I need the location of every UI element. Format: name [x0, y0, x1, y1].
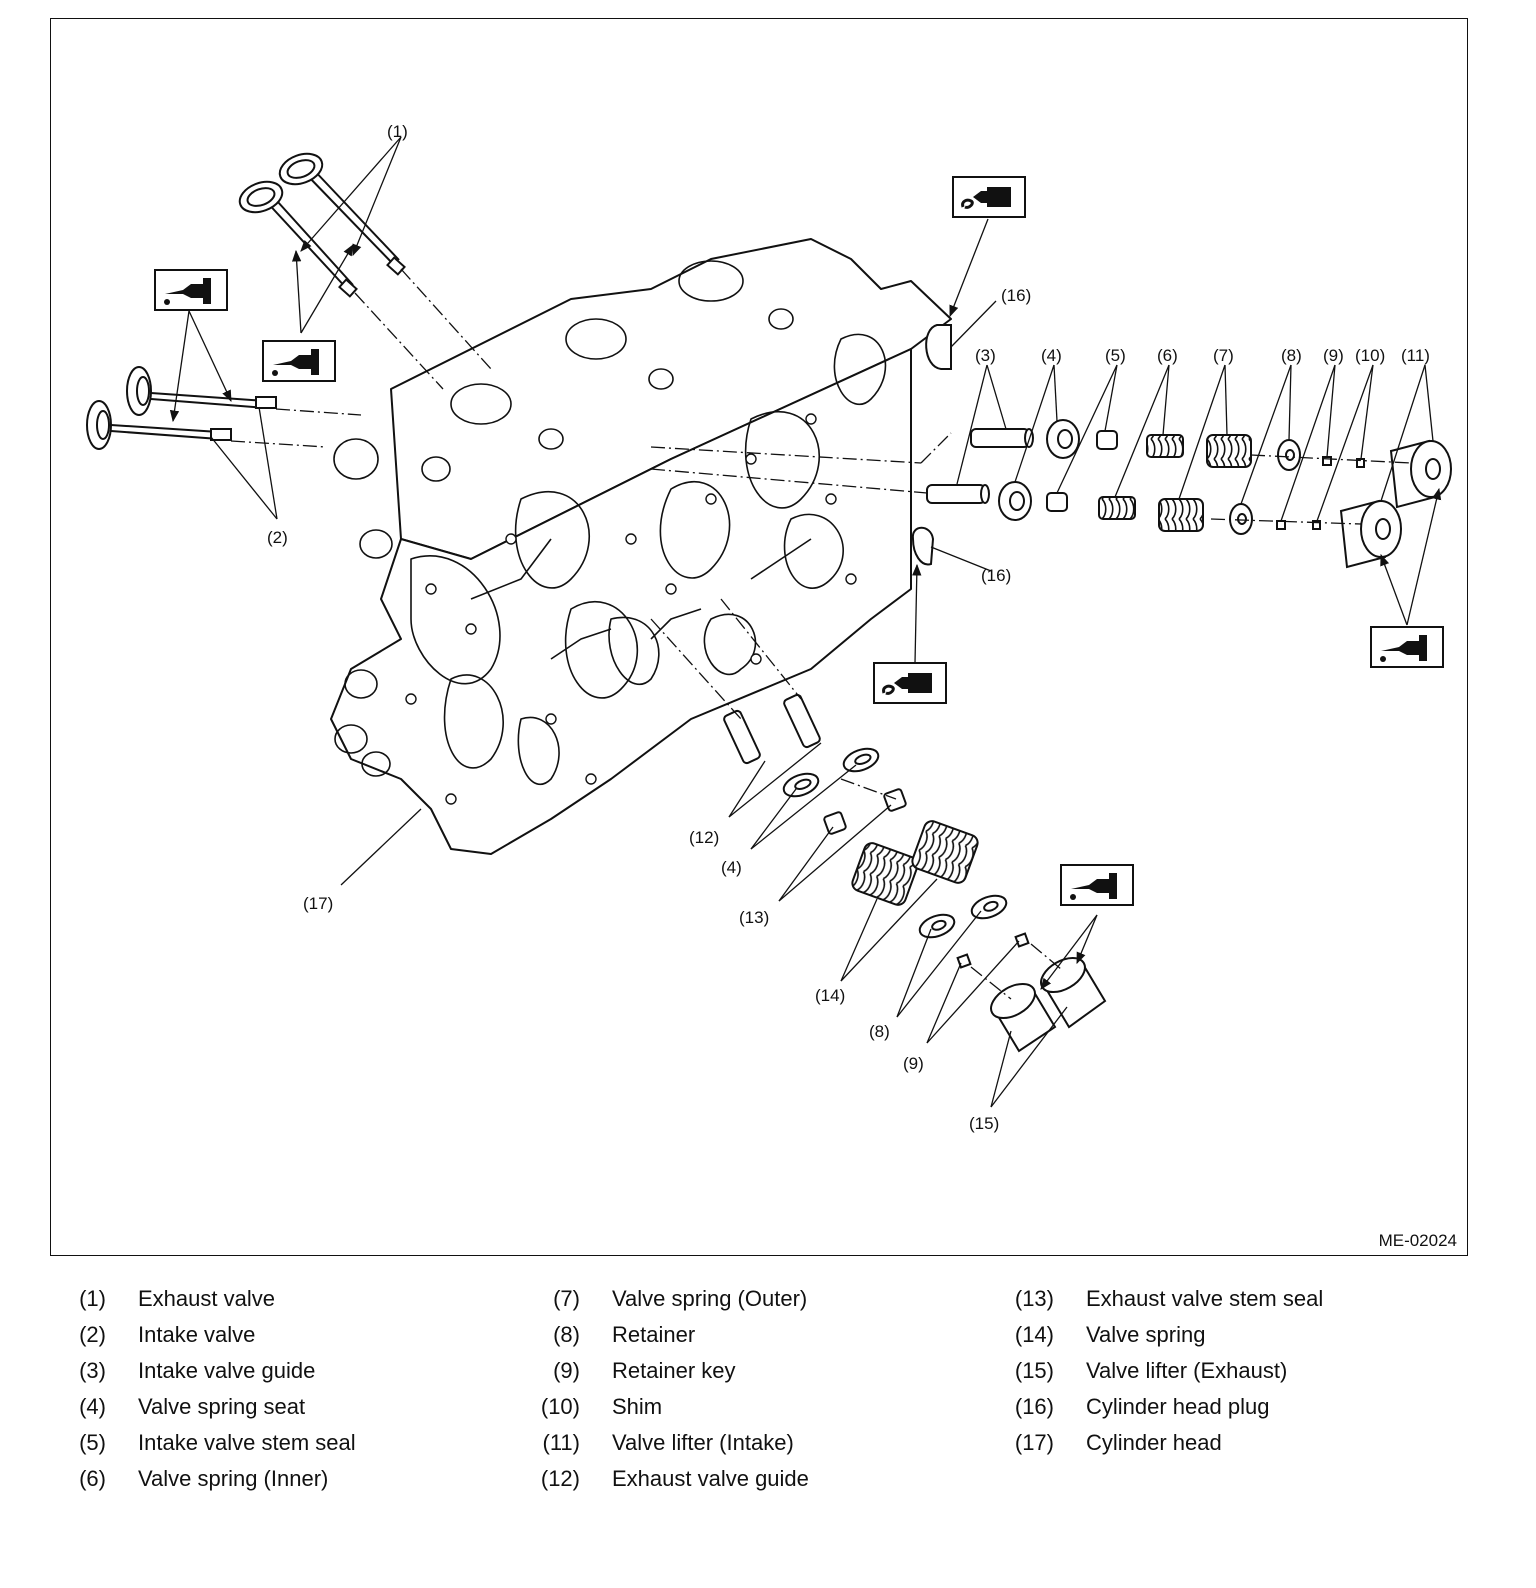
callout-labels: (1) (2) (3) (4) (5) (6) (7) (8) (9) (10)…	[267, 122, 1430, 1133]
oil-can-icon	[262, 340, 336, 382]
callout-12: (12)	[689, 828, 719, 847]
legend-item: (9) Retainer key	[546, 1358, 986, 1394]
callout-2: (2)	[267, 528, 288, 547]
exploded-view-diagram: (1) (2) (3) (4) (5) (6) (7) (8) (9) (10)…	[86, 122, 1452, 1133]
legend-number: (13)	[1014, 1286, 1054, 1311]
legend-label: Cylinder head plug	[1086, 1394, 1270, 1419]
legend-item: (15) Valve lifter (Exhaust)	[1015, 1358, 1460, 1394]
callout-4: (4)	[1041, 346, 1062, 365]
callout-9: (9)	[903, 1054, 924, 1073]
legend-number: (10)	[540, 1394, 580, 1419]
legend-number: (1)	[79, 1286, 106, 1311]
callout-5: (5)	[1105, 346, 1126, 365]
legend-number: (5)	[79, 1430, 106, 1455]
callout-16: (16)	[981, 566, 1011, 585]
callout-14: (14)	[815, 986, 845, 1005]
legend-item: (12) Exhaust valve guide	[541, 1466, 986, 1502]
assembly-centerlines	[230, 268, 1412, 1000]
legend-number: (17)	[1014, 1430, 1054, 1455]
cylinder-head	[330, 238, 952, 855]
callout-17: (17)	[303, 894, 333, 913]
legend-label: Cylinder head	[1086, 1430, 1222, 1455]
legend-label: Valve lifter (Exhaust)	[1086, 1358, 1288, 1383]
legend-number: (9)	[553, 1358, 580, 1383]
legend-label: Intake valve guide	[138, 1358, 316, 1383]
callout-1: (1)	[387, 122, 408, 141]
figure-code: ME-02024	[1378, 1231, 1457, 1250]
legend-number: (16)	[1014, 1394, 1054, 1419]
legend-number: (8)	[553, 1322, 580, 1347]
leader-lines	[169, 136, 1442, 1108]
legend-item: (10) Shim	[541, 1394, 986, 1430]
legend-item: (13) Exhaust valve stem seal	[1015, 1286, 1460, 1322]
legend-number: (7)	[553, 1286, 580, 1311]
legend-item: (3) Intake valve guide	[72, 1358, 512, 1394]
legend-item: (7) Valve spring (Outer)	[546, 1286, 986, 1322]
legend-column: (7) Valve spring (Outer) (8) Retainer (9) R…	[541, 1286, 986, 1502]
callout-15: (15)	[969, 1114, 999, 1133]
legend-item: (6) Valve spring (Inner)	[72, 1466, 512, 1502]
legend-number: (3)	[79, 1358, 106, 1383]
legend-item: (4) Valve spring seat	[72, 1394, 512, 1430]
legend-item: (17) Cylinder head	[1015, 1430, 1460, 1466]
intake-side-parts	[911, 324, 1452, 569]
legend-label: Valve spring	[1086, 1322, 1206, 1347]
callout-4: (4)	[721, 858, 742, 877]
legend-label: Retainer key	[612, 1358, 736, 1383]
legend-label: Exhaust valve guide	[612, 1466, 809, 1491]
legend-item: (1) Exhaust valve	[72, 1286, 512, 1322]
oil-can-icon	[1060, 864, 1134, 906]
exhaust-valves	[238, 152, 406, 298]
callout-8: (8)	[1281, 346, 1302, 365]
grease-icon	[873, 662, 947, 704]
callout-11: (11)	[1401, 346, 1430, 365]
legend-item: (5) Intake valve stem seal	[72, 1430, 512, 1466]
legend-label: Retainer	[612, 1322, 696, 1347]
legend-item: (16) Cylinder head plug	[1015, 1394, 1460, 1430]
legend-label: Valve spring (Outer)	[612, 1286, 808, 1311]
callout-10: (10)	[1355, 346, 1385, 365]
legend-label: Exhaust valve	[138, 1286, 275, 1311]
callout-3: (3)	[975, 346, 996, 365]
callout-9: (9)	[1323, 346, 1344, 365]
grease-icon	[952, 176, 1026, 218]
legend-column: (13) Exhaust valve stem seal (14) Valve sp…	[1015, 1286, 1460, 1466]
legend-label: Exhaust valve stem seal	[1086, 1286, 1324, 1311]
oil-can-icon	[1370, 626, 1444, 668]
callout-6: (6)	[1157, 346, 1178, 365]
oil-can-icon	[154, 269, 228, 311]
callout-8: (8)	[869, 1022, 890, 1041]
legend-item: (8) Retainer	[546, 1322, 986, 1358]
legend-label: Intake valve stem seal	[138, 1430, 356, 1455]
legend-label: Valve spring seat	[138, 1394, 306, 1419]
legend-label: Valve spring (Inner)	[138, 1466, 329, 1491]
parts-legend: (1) Exhaust valve (2) Intake valve (3) Inta…	[72, 1286, 1492, 1526]
legend-label: Shim	[612, 1394, 663, 1419]
legend-number: (11)	[542, 1430, 581, 1455]
legend-number: (4)	[79, 1394, 106, 1419]
callout-13: (13)	[739, 908, 769, 927]
legend-number: (15)	[1014, 1358, 1054, 1383]
diagram-frame: (1) (2) (3) (4) (5) (6) (7) (8) (9) (10)…	[50, 18, 1468, 1256]
callout-7: (7)	[1213, 346, 1234, 365]
intake-valves	[86, 366, 277, 450]
legend-number: (2)	[79, 1322, 106, 1347]
legend-number: (12)	[540, 1466, 580, 1491]
legend-item: (11) Valve lifter (Intake)	[543, 1430, 986, 1466]
exhaust-side-parts	[723, 693, 1107, 1053]
callout-16: (16)	[1001, 286, 1031, 305]
legend-column: (1) Exhaust valve (2) Intake valve (3) Inta…	[72, 1286, 512, 1502]
legend-item: (14) Valve spring	[1015, 1322, 1460, 1358]
legend-number: (6)	[79, 1466, 106, 1491]
legend-label: Valve lifter (Intake)	[612, 1430, 794, 1455]
legend-item: (2) Intake valve	[72, 1322, 512, 1358]
legend-label: Intake valve	[138, 1322, 256, 1347]
legend-number: (14)	[1014, 1322, 1054, 1347]
